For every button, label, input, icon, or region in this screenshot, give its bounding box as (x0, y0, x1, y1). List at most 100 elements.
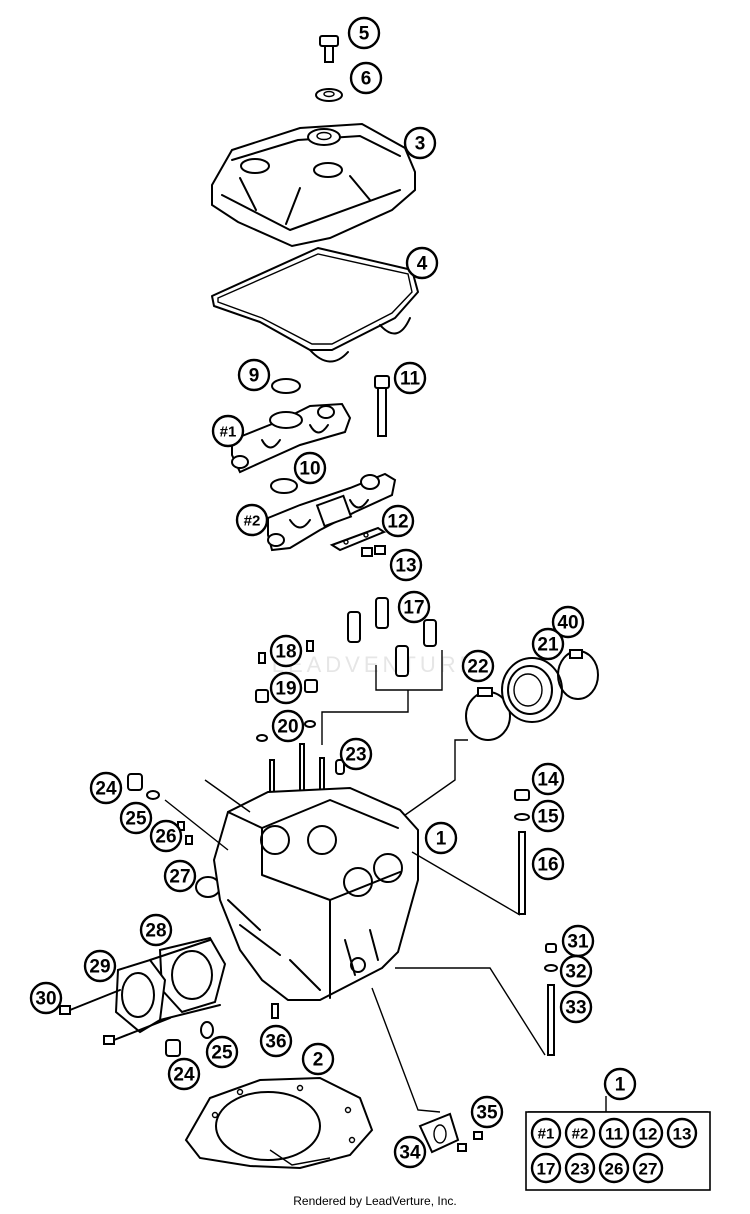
callout-c11: 11 (393, 361, 427, 395)
callout-label: 24 (95, 779, 117, 800)
callout-c20: 20 (271, 709, 305, 743)
callout-c16: 16 (531, 847, 565, 881)
callout-circle (237, 358, 271, 392)
callout-circle (235, 503, 269, 537)
callout-c23: 23 (339, 737, 373, 771)
callout-circle (389, 548, 423, 582)
callout-c17: 17 (397, 590, 431, 624)
callout-circle (531, 799, 565, 833)
callout-label: 6 (361, 69, 372, 90)
callout-circle (559, 990, 593, 1024)
part-cap-2 (267, 472, 397, 552)
callout-label: 40 (557, 613, 578, 634)
callout-c9: 9 (237, 358, 271, 392)
callout-c4: 4 (405, 246, 439, 280)
callout-label: 34 (399, 1143, 421, 1164)
callout-c36: 36 (259, 1024, 293, 1058)
part-bolt-30 (59, 989, 171, 1045)
part-valve-cover-3 (211, 122, 416, 248)
callout-c25b: 25 (205, 1035, 239, 1069)
callout-circle (301, 1042, 335, 1076)
callout-c15: 15 (531, 799, 565, 833)
part-oring-25-lower (200, 1021, 214, 1039)
part-screw-13 (361, 545, 386, 557)
callout-circle (531, 627, 565, 661)
callout-label: 30 (35, 989, 56, 1010)
callout-label: 24 (173, 1065, 195, 1086)
part-clamp-40 (557, 649, 599, 700)
callout-cH1: #1 (211, 414, 245, 448)
watermark-text: LEADVENTURE (272, 652, 479, 677)
callout-c6: 6 (349, 61, 383, 95)
callout-c14: 14 (531, 762, 565, 796)
part-washer-20 (256, 720, 316, 742)
kit-item-label: 11 (605, 1125, 623, 1144)
callout-c33: 33 (559, 990, 593, 1024)
part-pin-18 (258, 640, 314, 664)
callout-circle (531, 762, 565, 796)
callout-label: 15 (537, 807, 559, 828)
callout-c5: 5 (347, 16, 381, 50)
kit-item-label: 26 (605, 1160, 624, 1179)
callout-c21: 21 (531, 627, 565, 661)
callout-circle (397, 590, 431, 624)
callout-c1: 1 (424, 821, 458, 855)
callout-circle (167, 1057, 201, 1091)
part-stud-31-32-33 (544, 943, 558, 1056)
kit-item-circle (598, 1117, 630, 1149)
kit-item: 12 (632, 1117, 664, 1149)
callout-label: #1 (220, 424, 237, 441)
callout-circle (271, 709, 305, 743)
callout-ckit: 1 (603, 1067, 637, 1101)
callout-c26: 26 (149, 819, 183, 853)
kit-item: #2 (564, 1117, 596, 1149)
part-valve-17 (321, 597, 443, 745)
part-plug-24-top (127, 773, 160, 800)
callout-c30: 30 (29, 981, 63, 1015)
kit-item-label: #2 (572, 1126, 589, 1143)
callout-c34: 34 (393, 1135, 427, 1169)
callout-circle (149, 819, 183, 853)
kit-item: 23 (564, 1152, 596, 1184)
callout-circle (205, 1035, 239, 1069)
callout-c2: 2 (301, 1042, 335, 1076)
callout-circle (347, 16, 381, 50)
callout-circle (403, 126, 437, 160)
part-gasket-4 (211, 247, 419, 363)
kit-item: 17 (530, 1152, 562, 1184)
kit-item-label: 23 (571, 1160, 590, 1179)
callout-circle (29, 981, 63, 1015)
callout-c3: 3 (403, 126, 437, 160)
part-cap-1 (231, 402, 352, 474)
kit-item: 11 (598, 1117, 630, 1149)
callout-label: 10 (299, 459, 320, 480)
kit-item-label: 27 (639, 1160, 658, 1179)
callout-label: 31 (567, 932, 589, 953)
kit-item-label: 17 (537, 1160, 556, 1179)
callout-c18: 18 (269, 634, 303, 668)
part-screw-5 (319, 35, 339, 63)
callout-label: 25 (211, 1043, 233, 1064)
part-manifold-29 (114, 939, 221, 1034)
callout-label: 35 (476, 1103, 498, 1124)
callout-label: 17 (403, 598, 424, 619)
callout-circle (393, 1135, 427, 1169)
callout-label: 2 (313, 1050, 324, 1071)
kit-item-circle (666, 1117, 698, 1149)
callout-label: 4 (417, 254, 428, 275)
callout-circle (559, 954, 593, 988)
callout-label: 13 (395, 556, 416, 577)
callout-circle (393, 361, 427, 395)
callout-circle (163, 859, 197, 893)
callout-circle (83, 949, 117, 983)
callout-c29: 29 (83, 949, 117, 983)
part-washer-6 (315, 88, 343, 102)
kit-item-circle (530, 1117, 562, 1149)
part-cover-34 (418, 1112, 460, 1154)
kit-item-circle (530, 1152, 562, 1184)
kit-item-label: 13 (673, 1125, 692, 1144)
callout-label: 5 (359, 24, 370, 45)
callout-label: 27 (169, 867, 190, 888)
callout-circle (603, 1067, 637, 1101)
callout-label: 33 (565, 998, 586, 1019)
